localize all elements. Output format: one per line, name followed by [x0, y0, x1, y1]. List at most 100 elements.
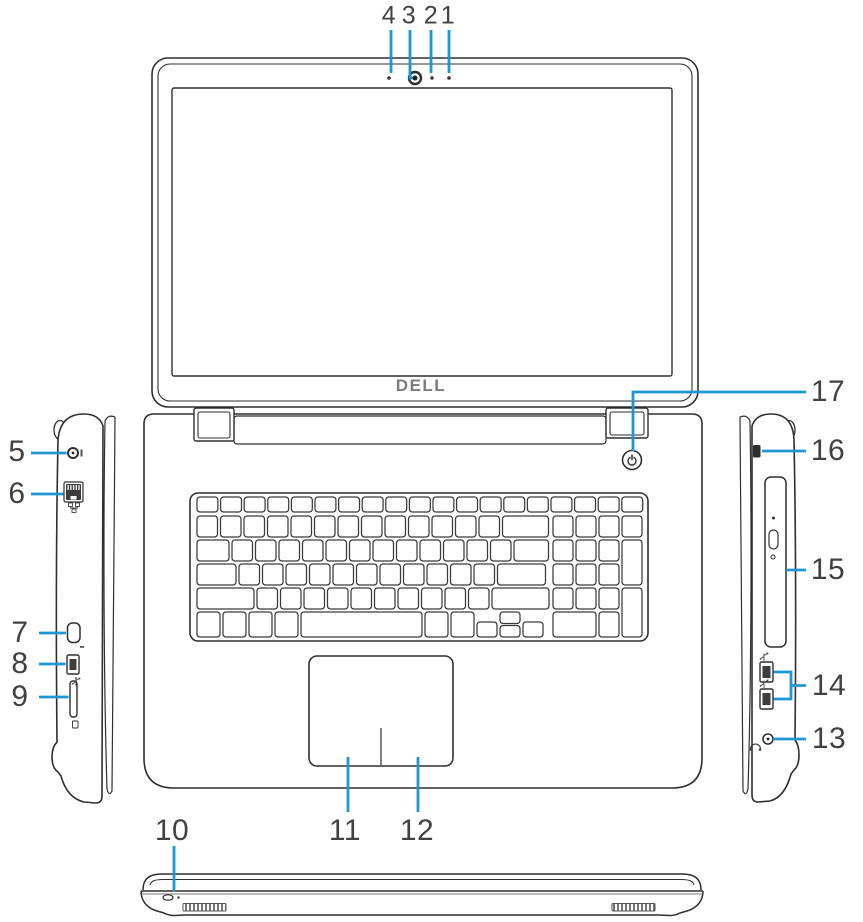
- keyboard-key: [597, 496, 620, 513]
- optical-drive-light: [770, 554, 776, 560]
- keyboard-key: [231, 539, 254, 562]
- keyboard-key: [238, 563, 261, 586]
- keyboard-key: [219, 496, 243, 513]
- keyboard-key: [408, 496, 431, 513]
- hinge-cover-right: [605, 407, 649, 439]
- keyboard-key: [301, 539, 324, 562]
- keyboard-key: [454, 515, 477, 538]
- usb-port-right-1: [759, 661, 774, 683]
- front-lid-edge: [142, 873, 702, 891]
- callout-11-left-click-area: 11: [328, 814, 362, 847]
- callout-17-power-button: 17: [810, 375, 846, 408]
- keyboard-key: [350, 587, 373, 610]
- keyboard-key: [384, 515, 407, 538]
- keyboard-key: [248, 611, 273, 638]
- keyboard-key: [222, 611, 247, 638]
- keyboard-key: [397, 587, 420, 610]
- right-side-view: [739, 413, 800, 803]
- keyboard-key: [499, 624, 521, 638]
- callout-lines: [31, 30, 806, 892]
- top-view: DELL: [143, 57, 703, 789]
- left-side-body: [51, 413, 104, 804]
- keyboard-key: [503, 496, 526, 513]
- callout-10-power-status-light: 10: [154, 814, 190, 847]
- power-adapter-port: [67, 447, 83, 459]
- power-status-light-icon: [162, 894, 174, 901]
- keyboard-key: [450, 611, 475, 638]
- keyboard-key: [431, 515, 454, 538]
- callout-line-14-bracket: [773, 670, 806, 701]
- keyboard-key: [575, 539, 597, 562]
- optical-drive: [764, 476, 787, 648]
- keyboard-key: [256, 587, 279, 610]
- hinge-cover-right-inner: [609, 411, 645, 436]
- left-side-lid-edge: [103, 415, 116, 795]
- usb-port-right-2: [759, 688, 774, 710]
- keyboard-key: [325, 539, 348, 562]
- security-cable-slot: [753, 445, 761, 458]
- keyboard-key: [300, 611, 423, 638]
- keyboard-key: [261, 563, 284, 586]
- callout-15-optical-drive: 15: [810, 553, 846, 586]
- keyboard-key: [513, 539, 550, 562]
- hinge-cover-left-inner: [197, 411, 231, 439]
- display: [171, 87, 673, 377]
- keyboard-key: [395, 539, 418, 562]
- callout-13-headset-port: 13: [811, 722, 847, 755]
- keyboard-key: [552, 563, 574, 586]
- hdmi-icon: [80, 646, 84, 648]
- callout-16-security-cable-slot: 16: [810, 434, 846, 467]
- callout-1-right-microphone: 1: [440, 1, 456, 30]
- keyboard-key: [373, 587, 396, 610]
- front-base-edge: [140, 890, 704, 917]
- keyboard-key: [552, 539, 574, 562]
- keyboard-key: [573, 496, 597, 513]
- keyboard-key: [491, 587, 550, 610]
- speaker-grille-left: [182, 903, 227, 912]
- speaker-grille-right: [611, 903, 656, 912]
- keyboard-key: [432, 496, 455, 513]
- keyboard-key: [621, 539, 643, 586]
- right-microphone-dot: [447, 76, 451, 80]
- keyboard-key: [279, 587, 302, 610]
- keyboard-key: [266, 515, 289, 538]
- keyboard-key: [196, 563, 237, 586]
- keyboard-key: [575, 587, 597, 610]
- sd-card-icon: [72, 720, 79, 729]
- camera-lens-dot: [412, 75, 418, 81]
- keyboard-key: [598, 515, 620, 538]
- keyboard-key: [278, 539, 301, 562]
- callout-8-usb-port: 8: [11, 647, 29, 680]
- display-lid-outer: [151, 57, 699, 408]
- keyboard-keys: [196, 496, 644, 638]
- hinge-cover-left: [193, 407, 235, 442]
- callout-12-right-click-area: 12: [399, 814, 435, 847]
- keyboard-key: [550, 496, 573, 513]
- keyboard-key: [489, 539, 512, 562]
- callout-3-camera: 3: [401, 1, 417, 30]
- keyboard-key: [243, 515, 266, 538]
- keyboard-key: [420, 587, 443, 610]
- keyboard-key: [466, 539, 489, 562]
- network-icon: [68, 502, 80, 513]
- keyboard-key: [290, 515, 313, 538]
- display-lid-inner: [157, 63, 693, 402]
- keyboard-key: [455, 496, 479, 513]
- keyboard-key: [598, 563, 620, 586]
- callout-9-media-card-reader: 9: [11, 680, 29, 713]
- keyboard-key: [478, 515, 501, 538]
- keyboard-key: [598, 611, 620, 638]
- front-lid-inner-line: [149, 879, 695, 886]
- keyboard-key: [467, 587, 490, 610]
- keyboard-key: [372, 539, 395, 562]
- right-side-lid-edge: [739, 415, 752, 795]
- keyboard-key: [360, 515, 383, 538]
- keyboard-key: [332, 563, 355, 586]
- hinge: [193, 407, 649, 445]
- keyboard-key: [196, 539, 230, 562]
- keyboard-key: [621, 515, 643, 538]
- keyboard-key: [303, 587, 326, 610]
- usb-icon-top: [759, 652, 769, 661]
